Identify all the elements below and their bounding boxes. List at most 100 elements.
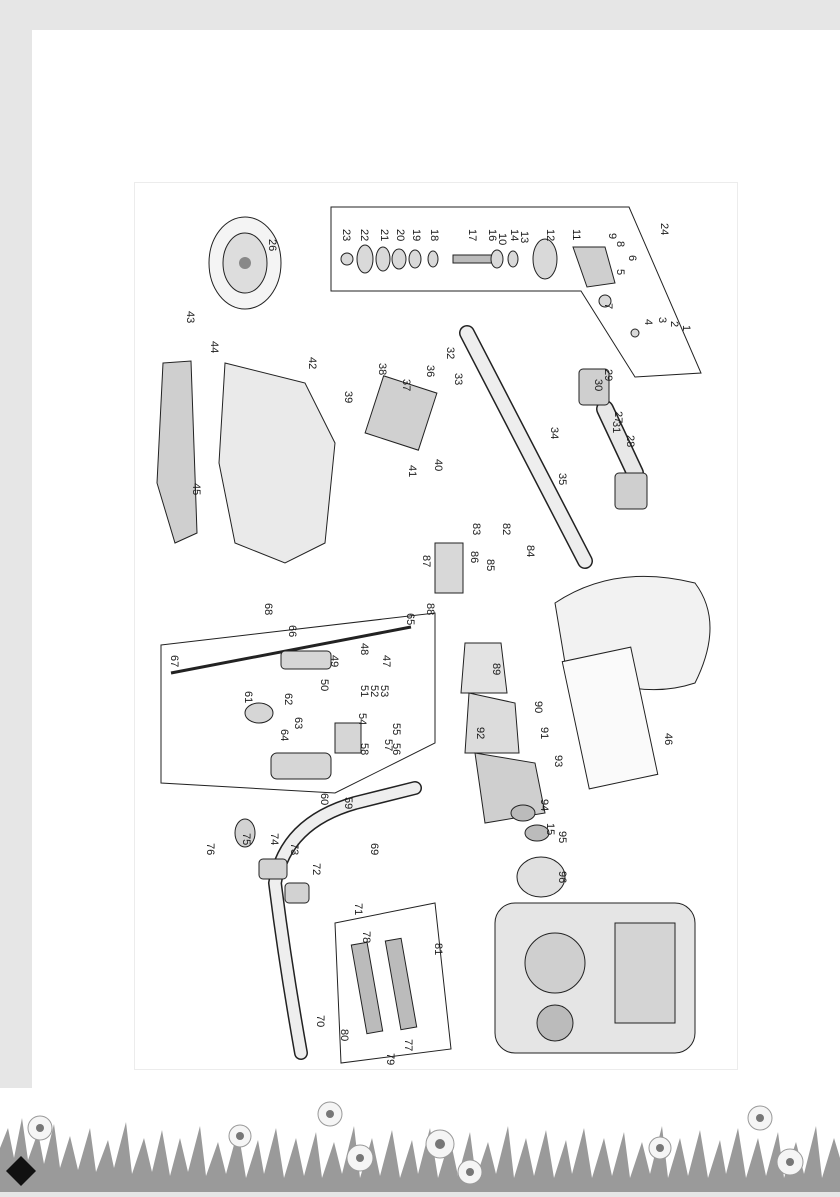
callout-35: 35: [556, 473, 568, 485]
callout-20: 20: [394, 229, 406, 241]
trimmer-head-part: [209, 217, 281, 309]
callout-61: 61: [242, 691, 254, 703]
callout-85: 85: [484, 559, 496, 571]
callout-26: 26: [266, 239, 278, 251]
callout-63: 63: [292, 717, 304, 729]
callout-62: 62: [282, 693, 294, 705]
callout-47: 47: [380, 655, 392, 667]
engine-part: [495, 903, 695, 1053]
callout-33: 33: [452, 373, 464, 385]
callout-68: 68: [262, 603, 274, 615]
callout-24: 24: [658, 223, 670, 235]
callout-5: 5: [614, 269, 626, 275]
callout-31: 31: [610, 421, 622, 433]
callout-70: 70: [314, 1015, 326, 1027]
callout-41: 41: [406, 465, 418, 477]
callout-46: 46: [662, 733, 674, 745]
gear-parts-row: [341, 239, 639, 337]
callout-83: 83: [470, 523, 482, 535]
callout-57: 57: [382, 739, 394, 751]
callout-12: 12: [544, 229, 556, 241]
callout-16: 16: [486, 229, 498, 241]
callout-82: 82: [500, 523, 512, 535]
callout-80: 80: [338, 1029, 350, 1041]
drive-shaft-tube-part: [467, 333, 585, 561]
callout-22: 22: [358, 229, 370, 241]
callout-14: 14: [508, 229, 520, 241]
callout-79: 79: [384, 1053, 396, 1065]
callout-54: 54: [356, 713, 368, 725]
callout-45: 45: [190, 483, 202, 495]
callout-95: 95: [556, 831, 568, 843]
callout-71: 71: [352, 903, 364, 915]
callout-67: 67: [168, 655, 180, 667]
callout-53: 53: [378, 685, 390, 697]
grass-guard-part: [219, 363, 335, 563]
callout-42: 42: [306, 357, 318, 369]
callout-15: 15: [544, 823, 556, 835]
callout-74: 74: [268, 833, 280, 845]
callout-91: 91: [538, 727, 550, 739]
callout-64: 64: [278, 729, 290, 741]
callout-37: 37: [400, 379, 412, 391]
callout-28: 28: [624, 435, 636, 447]
callout-7: 7: [602, 303, 614, 309]
callout-23: 23: [340, 229, 352, 241]
callout-60: 60: [318, 793, 330, 805]
callout-44: 44: [208, 341, 220, 353]
callout-4: 4: [642, 319, 654, 325]
callout-39: 39: [342, 391, 354, 403]
callout-38: 38: [376, 363, 388, 375]
callout-11: 11: [570, 229, 582, 240]
callout-73: 73: [288, 843, 300, 855]
shoulder-harness-part: [555, 576, 710, 789]
callout-2: 2: [668, 321, 680, 327]
callout-17: 17: [466, 229, 478, 241]
callout-89: 89: [490, 663, 502, 675]
callout-43: 43: [184, 311, 196, 323]
callout-65: 65: [404, 613, 416, 625]
callout-48: 48: [358, 643, 370, 655]
callout-59: 59: [342, 797, 354, 809]
callout-84: 84: [524, 545, 536, 557]
callout-6: 6: [626, 255, 638, 261]
callout-36: 36: [424, 365, 436, 377]
callout-88: 88: [424, 603, 436, 615]
callout-66: 66: [286, 625, 298, 637]
callout-8: 8: [614, 241, 626, 247]
callout-86: 86: [468, 551, 480, 563]
callout-32: 32: [444, 347, 456, 359]
callout-21: 21: [378, 229, 390, 241]
callout-1: 1: [680, 325, 692, 331]
callout-34: 34: [548, 427, 560, 439]
callout-94: 94: [538, 799, 550, 811]
callout-76: 76: [204, 843, 216, 855]
callout-75: 75: [240, 833, 252, 845]
clutch-housing-parts: [435, 543, 565, 897]
callout-18: 18: [428, 229, 440, 241]
callout-55: 55: [390, 723, 402, 735]
callout-69: 69: [368, 843, 380, 855]
decorative-flower-border: [0, 1088, 840, 1192]
callout-9: 9: [606, 233, 618, 239]
callout-40: 40: [432, 459, 444, 471]
callout-72: 72: [310, 863, 322, 875]
page-corner-marker: [0, 1150, 42, 1192]
callout-19: 19: [410, 229, 422, 241]
callout-90: 90: [532, 701, 544, 713]
callout-3: 3: [656, 317, 668, 323]
callout-96: 96: [556, 871, 568, 883]
throttle-handle-parts: [245, 651, 361, 779]
guard-extension-part: [157, 361, 197, 543]
callout-77: 77: [402, 1039, 414, 1051]
callout-81: 81: [432, 943, 444, 955]
callout-87: 87: [420, 555, 432, 567]
callout-50: 50: [318, 679, 330, 691]
callout-49: 49: [328, 655, 340, 667]
callout-93: 93: [552, 755, 564, 767]
callout-78: 78: [360, 931, 372, 943]
callout-30: 30: [592, 379, 604, 391]
callout-92: 92: [474, 727, 486, 739]
